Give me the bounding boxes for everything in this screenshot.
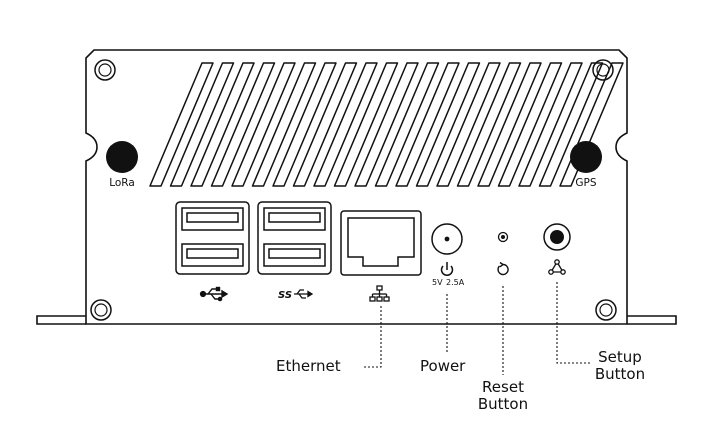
cooling-fins	[149, 62, 624, 187]
enclosure-outline	[85, 49, 628, 325]
setup-button	[543, 223, 571, 251]
gps-antenna-connector	[570, 141, 602, 173]
power-rating-volts: 5V	[432, 278, 443, 287]
cooling-fin	[333, 62, 399, 187]
cooling-fin	[272, 62, 337, 187]
corner-screws	[90, 59, 617, 321]
cooling-fin	[169, 62, 235, 187]
cooling-fin	[251, 62, 317, 187]
screw-top-right	[592, 59, 614, 81]
cooling-fin	[149, 62, 214, 187]
power-callout: Power	[420, 357, 466, 375]
screw-bottom-left	[90, 299, 112, 321]
screw-top-left	[94, 59, 116, 81]
setup-icon	[548, 259, 566, 275]
gps-label: GPS	[575, 177, 597, 189]
left-flange	[36, 315, 86, 325]
reset-callout-line1: Reset	[482, 378, 524, 396]
usb-port-block-1	[175, 201, 250, 275]
cooling-fin	[292, 62, 358, 187]
cooling-fin	[231, 62, 296, 187]
screw-bottom-right	[595, 299, 617, 321]
setup-leader	[556, 282, 590, 364]
reset-callout-line2: Button	[477, 395, 529, 413]
cooling-fin	[497, 62, 563, 187]
cooling-fin	[374, 62, 440, 187]
cooling-fin	[477, 62, 542, 187]
cooling-fin	[354, 62, 419, 187]
usb3-port-block	[257, 201, 332, 275]
usb-icon	[199, 286, 229, 302]
power-rating-amps: 2.5A	[446, 278, 465, 287]
ethernet-port	[340, 210, 422, 276]
cooling-fin	[210, 62, 276, 187]
lora-antenna-connector	[106, 141, 138, 173]
cooling-fin	[313, 62, 378, 187]
ethernet-callout: Ethernet	[276, 357, 341, 375]
cooling-fin	[395, 62, 460, 187]
cooling-fin	[456, 62, 522, 187]
svg-text:SS: SS	[278, 290, 292, 301]
lora-label: LoRa	[109, 177, 135, 189]
network-icon	[369, 285, 390, 302]
setup-callout-line1: Setup	[598, 348, 642, 366]
cooling-fin	[415, 62, 481, 187]
cooling-fin	[538, 62, 604, 187]
right-flange	[627, 315, 677, 325]
usb3-ss-icon: SS	[278, 289, 314, 301]
reset-pinhole	[497, 231, 509, 243]
reset-icon	[497, 261, 509, 276]
leader-lines	[362, 282, 590, 375]
setup-callout-line2: Button	[594, 365, 646, 383]
ethernet-leader	[362, 306, 382, 368]
power-icon	[440, 262, 454, 277]
cooling-fin	[190, 62, 255, 187]
power-jack	[431, 223, 463, 255]
cooling-fin	[436, 62, 501, 187]
cooling-fin	[518, 62, 583, 187]
